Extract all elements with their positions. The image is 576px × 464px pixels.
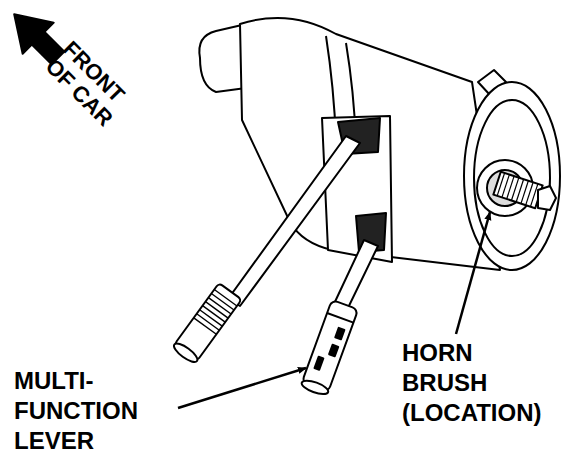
lever-knob [171,283,241,365]
lever-stalk [228,136,360,306]
part-label: HORN BRUSH (LOCATION) [402,338,542,428]
spline-stroke [530,184,537,207]
knob-rib [194,318,217,334]
lever-knob [300,300,358,397]
steering-shaft [493,172,542,208]
lever-block [322,116,392,262]
lever-stalk [333,240,378,312]
part-label: MULTI- FUNCTION LEVER [14,366,138,456]
leader-line [456,212,490,334]
end-cap [464,82,560,270]
leader-line [178,368,306,408]
column-tube [199,25,246,92]
shaft-nut [538,186,556,210]
